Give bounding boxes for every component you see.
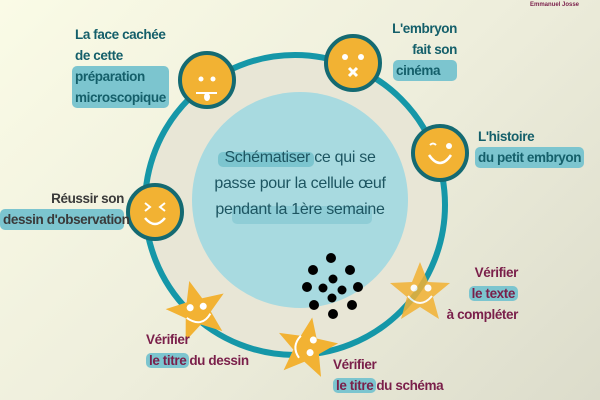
center-highlight — [232, 206, 372, 224]
item-label: fait son — [412, 42, 457, 57]
item-label: du petit embryon — [475, 147, 585, 168]
item-label-highlight: le titre — [333, 378, 377, 393]
item-label: de cette — [75, 48, 123, 63]
item-label: préparation — [72, 66, 169, 87]
heart-eyes-star-icon — [165, 281, 224, 341]
item-label: dessin d'observation — [0, 209, 130, 230]
cell-cluster-icon — [302, 253, 363, 319]
central-title-line: pendant la 1ère semaine — [215, 201, 385, 218]
item-label-highlight: le titre — [146, 353, 190, 368]
item-reussir-dessin[interactable]: Réussir son dessin d'observation — [0, 188, 130, 230]
center-highlight — [218, 152, 314, 167]
author-credit: Emmanuel Josse — [530, 2, 580, 8]
item-label: L'embryon — [392, 21, 457, 36]
item-label: microscopique — [72, 87, 169, 108]
item-label: Vérifier — [146, 332, 190, 347]
item-label: L'histoire — [478, 129, 535, 144]
item-verifier-texte[interactable]: Vérifier le texte à compléter — [440, 262, 519, 325]
item-histoire-embryon[interactable]: L'histoire du petit embryon — [475, 126, 585, 168]
laughing-smiley-icon — [126, 183, 184, 241]
item-label: à compléter — [446, 307, 519, 322]
heart-eyes-star-icon — [390, 262, 450, 319]
item-label: Vérifier — [333, 357, 377, 372]
item-label: cinéma — [393, 60, 457, 81]
inner-circle — [192, 92, 408, 308]
item-embryon-cinema[interactable]: L'embryon fait son cinéma — [376, 18, 457, 81]
item-label: Vérifier — [474, 265, 519, 280]
item-label: du schéma — [376, 378, 444, 393]
item-label: La face cachée — [75, 27, 166, 42]
central-title: Schématiser ce qui se passe pour la cell… — [200, 145, 400, 223]
item-face-cachee[interactable]: La face cachée de cette préparation micr… — [72, 24, 169, 108]
item-label: Réussir son — [51, 191, 124, 206]
shushed-smiley-icon — [324, 34, 382, 92]
tongue-smiley-icon — [178, 51, 236, 109]
wink-smiley-icon — [411, 124, 469, 182]
item-label-highlight: le texte — [468, 286, 518, 301]
central-title-line: passe pour la cellule œuf — [214, 175, 386, 192]
heart-eyes-star-icon — [279, 317, 339, 377]
item-label: du dessin — [189, 353, 249, 368]
central-title-line: Schématiser ce qui se — [224, 149, 376, 166]
